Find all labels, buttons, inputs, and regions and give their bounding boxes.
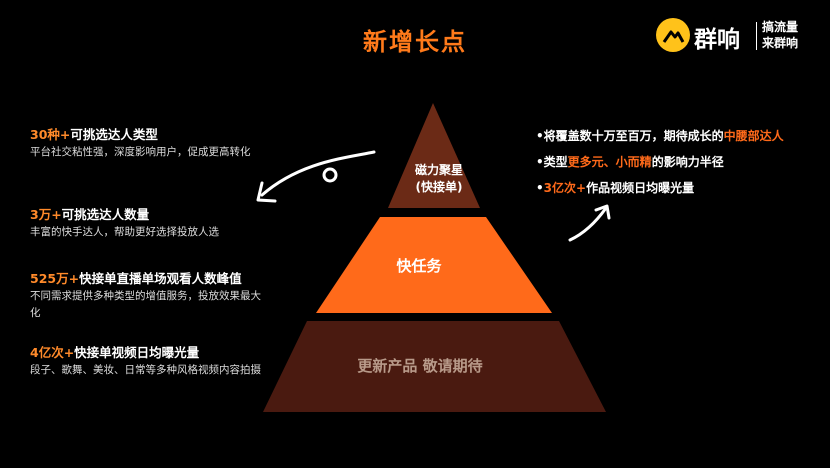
page-title: 新增长点 xyxy=(363,28,467,56)
left-feature-title: 可挑选达人数量 xyxy=(61,207,150,222)
right-feature-text-end: 作品视频日均曝光量 xyxy=(586,181,695,195)
left-feature-title: 可挑选达人类型 xyxy=(70,127,158,142)
left-feature-head: 3万+可挑选达人数量 xyxy=(30,206,270,224)
pyramid-bottom-label: 更新产品 敬请期待 xyxy=(357,357,483,375)
left-feature-head: 4亿次+快接单视频日均曝光量 xyxy=(30,344,270,362)
right-feature-item: •将覆盖数十万至百万，期待成长的中腰部达人 xyxy=(536,123,826,149)
arrow-loop xyxy=(322,167,338,183)
left-feature-head: 30种+可挑选达人类型 xyxy=(30,126,270,144)
left-feature-item: 3万+可挑选达人数量 丰富的快手达人，帮助更好选择投放人选 xyxy=(30,206,270,241)
left-feature-highlight: 4亿次+ xyxy=(30,345,75,360)
right-feature-highlight: 3亿次+ xyxy=(543,181,587,195)
left-feature-highlight: 525万+ xyxy=(30,271,80,286)
left-feature-highlight: 30种+ xyxy=(30,127,71,142)
left-feature-desc: 平台社交粘性强，深度影响用户，促成更高转化 xyxy=(30,146,251,158)
arrow-left-head-icon xyxy=(256,181,277,203)
right-feature-highlight: 中腰部达人 xyxy=(723,129,784,143)
logo-name: 群响 xyxy=(694,27,740,53)
left-feature-title: 快接单直播单场观看人数峰值 xyxy=(79,271,242,286)
right-feature-text: • xyxy=(536,181,544,195)
left-feature-desc: 段子、歌舞、美妆、日常等多种风格视频内容拍摄 xyxy=(30,364,261,376)
right-feature-text: •将覆盖数十万至百万，期待成长的 xyxy=(536,129,724,143)
left-feature-item: 4亿次+快接单视频日均曝光量 段子、歌舞、美妆、日常等多种风格视频内容拍摄 xyxy=(30,344,270,379)
right-feature-item: •3亿次+作品视频日均曝光量 xyxy=(536,175,826,201)
left-feature-title: 快接单视频日均曝光量 xyxy=(74,345,200,360)
pyramid-top-label-line-2: (快接单) xyxy=(415,180,463,194)
left-feature-item: 30种+可挑选达人类型 平台社交粘性强，深度影响用户，促成更高转化 xyxy=(30,126,270,161)
left-feature-desc: 丰富的快手达人，帮助更好选择投放人选 xyxy=(30,226,219,238)
left-feature-desc: 不同需求提供多种类型的增值服务，投放效果最大化 xyxy=(30,290,261,319)
logo-divider xyxy=(756,22,757,50)
left-feature-item: 525万+快接单直播单场观看人数峰值 不同需求提供多种类型的增值服务，投放效果最… xyxy=(30,270,270,322)
right-feature-item: •类型更多元、小而精的影响力半径 xyxy=(536,149,826,175)
pyramid-middle-tier xyxy=(316,217,552,313)
arrow-right-head-icon xyxy=(594,204,611,220)
curved-arrow-right xyxy=(568,206,608,242)
left-feature-head: 525万+快接单直播单场观看人数峰值 xyxy=(30,270,270,288)
pyramid-top-tier xyxy=(388,103,480,208)
right-feature-text: •类型 xyxy=(536,155,568,169)
pyramid-top-label: 磁力聚星 (快接单) xyxy=(384,162,494,196)
pyramid-top-label-line-1: 磁力聚星 xyxy=(414,163,463,177)
brand-logo: 群响 搞流量 来群响 xyxy=(648,16,818,58)
right-feature-list: •将覆盖数十万至百万，期待成长的中腰部达人 •类型更多元、小而精的影响力半径 •… xyxy=(536,123,826,201)
logo-icon xyxy=(656,18,690,52)
left-feature-highlight: 3万+ xyxy=(30,207,62,222)
pyramid-bottom-tier xyxy=(263,321,606,412)
right-feature-highlight: 更多元、小而精 xyxy=(567,155,652,169)
logo-slogan-line-2: 来群响 xyxy=(762,36,799,50)
logo-slogan: 搞流量 来群响 xyxy=(762,19,798,51)
curved-arrow-left xyxy=(260,150,376,197)
right-feature-text-end: 的影响力半径 xyxy=(651,155,724,169)
pyramid-middle-label: 快任务 xyxy=(396,257,442,275)
logo-slogan-line-1: 搞流量 xyxy=(762,20,799,34)
